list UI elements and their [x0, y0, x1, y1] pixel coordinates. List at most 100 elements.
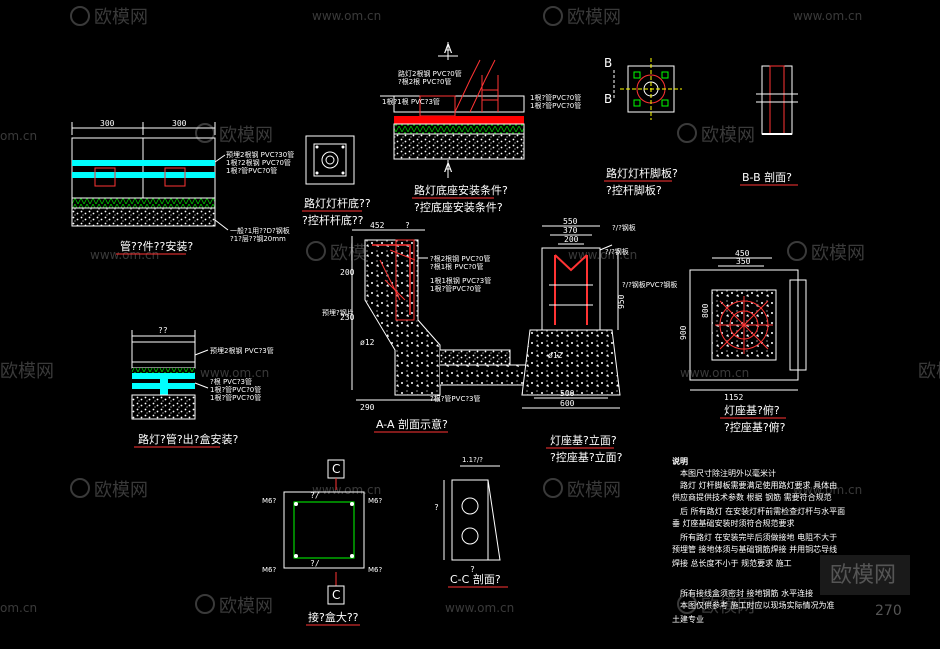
label-aa-4: 1根?管PVC?0管 — [430, 284, 481, 293]
dim-elev-200: 200 — [564, 235, 579, 244]
watermark-brand-10: 欧模网 — [70, 478, 148, 501]
watermark-brand-13: 欧模网 — [677, 594, 755, 617]
svg-text:欧模网: 欧模网 — [567, 480, 621, 501]
dim-plan-1152: 1152 — [724, 393, 743, 402]
title-section-cc: C-C 剖面? — [450, 572, 501, 586]
watermark-brand-7: 欧模网 — [0, 361, 54, 382]
junction-box-outline — [283, 491, 365, 569]
view-section-aa: 452 ? 200 230 290 ø12 ?根2根钢 PVC?0管 ?根1根 … — [322, 221, 531, 433]
watermark-brand-4: 欧模网 — [677, 123, 755, 146]
dim-elev-370: 370 — [563, 226, 578, 235]
dim-plan-900: 900 — [679, 325, 688, 340]
label-base-1: 路灯2根钢 PVC?0管 — [398, 69, 462, 78]
section-mark-c-top: C — [332, 462, 340, 476]
dim-jbox-bottom: ?/ — [310, 559, 320, 568]
title-junction-box: 接?盒大?? — [308, 610, 359, 624]
label-aa-6: 预埋?钢片 — [322, 308, 354, 317]
watermark-url-9: www.om.cn — [312, 483, 381, 497]
watermark-brand-6: 欧模网 — [787, 241, 865, 264]
watermark-url-6: www.om.cn — [568, 248, 637, 262]
pipe-section-left — [94, 167, 116, 187]
label-jbox-2: M6? — [368, 497, 382, 505]
svg-text:欧模网: 欧模网 — [219, 596, 273, 617]
view-section-cc: 1.1?/? ? ? C-C 剖面? — [434, 456, 508, 588]
plan-outer — [689, 269, 799, 381]
watermark-url-11: om.cn — [0, 601, 37, 615]
dim-cc-bottom: ? — [470, 565, 475, 574]
watermark-brand-9: 欧模网 — [918, 361, 940, 382]
watermark-id: 270 — [875, 603, 902, 619]
view-lamp-base-elevation: 550 370 200 ø12 500 600 950 ?/?钢板 ?/?钢板 … — [521, 217, 677, 464]
notes-line-9: 所有接线盒须密封 接地钢筋 水平连接 — [680, 588, 813, 598]
cc-box — [451, 479, 489, 561]
view-conduit-burial: 300 300 预埋2根钢 PVC?30管 1根?2根钢 PVC?0管 1根?管… — [71, 119, 294, 255]
label-junction-3: 1根?管PVC?0管 — [210, 385, 261, 394]
dim-elev-500: 500 — [560, 389, 575, 398]
label-junction-1: 预埋2根钢 PVC?3管 — [210, 346, 274, 355]
label-conduit-2: 1根?2根钢 PVC?0管 — [226, 158, 291, 167]
view-lamp-base-plan: 450 350 900 800 1152 灯座基?俯? ?控座基?俯? — [679, 249, 807, 434]
watermark-url-1: www.om.cn — [312, 9, 381, 23]
title-section-aa: A-A 剖面示意? — [376, 417, 448, 431]
conduit-pipe-upper — [72, 160, 215, 166]
watermark-url-7: www.om.cn — [200, 366, 269, 380]
watermark-url-10: www.om.cn — [793, 483, 862, 497]
dim-elev-550: 550 — [563, 217, 578, 226]
dim-plan-800: 800 — [701, 303, 710, 318]
red-layer — [394, 116, 524, 124]
label-base-5: 1根?管PVC?0管 — [530, 101, 581, 110]
watermark-url-5: www.om.cn — [90, 248, 159, 262]
title-lamp-elev-1: 灯座基?立面? — [550, 433, 617, 447]
title-base-install-1: 路灯底座安装条件? — [414, 183, 508, 197]
label-conduit-5: ?1?层??钢20mm — [230, 234, 286, 243]
dim-cc-left: ? — [434, 503, 439, 512]
dim-300-right: 300 — [172, 119, 187, 128]
watermark-brand-11: 欧模网 — [543, 478, 621, 501]
watermark-brand-14: 欧模网 270 — [820, 555, 910, 619]
watermark-brand-1: 欧模网 — [70, 6, 148, 28]
dim-aa-200: 200 — [340, 268, 355, 277]
watermark-url-2: www.om.cn — [793, 9, 862, 23]
watermark-url-8: www.om.cn — [680, 366, 749, 380]
label-conduit-4: 一般?1用??D?钢板 — [230, 226, 290, 235]
watermark-url-3: om.cn — [0, 129, 37, 143]
label-conduit-3: 1根?管PVC?0管 — [226, 166, 277, 175]
section-mark-b-right: B — [604, 92, 612, 106]
anchor-bolts — [454, 59, 496, 113]
label-elev-2: ?/?钢板 — [605, 247, 629, 256]
title-lamp-plan-1: 灯座基?俯? — [724, 403, 780, 417]
section-mark-c-bottom: C — [332, 588, 340, 602]
svg-text:欧模网: 欧模网 — [567, 7, 621, 28]
watermark-brand-2: 欧模网 — [543, 6, 621, 28]
title-lamp-elev-2: ?控座基?立面? — [550, 450, 623, 464]
dim-plan-450: 450 — [735, 249, 750, 258]
title-conduit-burial: 管??件??安装? — [120, 239, 193, 253]
label-base-4: 1根?管PVC?0管 — [530, 93, 581, 102]
title-pole-footplate-2: ?控杆脚板? — [606, 183, 662, 197]
label-aa-5: ?根?管PVC?3管 — [430, 394, 481, 403]
svg-text:欧模网: 欧模网 — [811, 243, 865, 264]
notes-heading: 说明 — [672, 456, 688, 466]
aa-concrete-body — [364, 239, 441, 396]
dim-plan-350: 350 — [736, 257, 751, 266]
view-pole-footplate: B B 路灯灯杆脚板? ?控杆脚板? — [604, 56, 682, 197]
grass-layer — [71, 197, 216, 209]
svg-text:欧模网: 欧模网 — [701, 596, 755, 617]
svg-text:欧模网: 欧模网 — [94, 480, 148, 501]
label-junction-2: ?根 PVC?3管 — [210, 377, 252, 386]
view-junction-install: ?? 预埋2根钢 PVC?3管 ?根 PVC?3管 1根?管PVC?0管 1根?… — [131, 326, 274, 448]
view-section-bb: B-B 剖面? — [740, 65, 798, 186]
label-jbox-3: M6? — [262, 566, 276, 574]
label-base-3: 1根?1根 PVC?3管 — [382, 97, 440, 106]
label-aa-3: 1根1根钢 PVC?3管 — [430, 276, 491, 285]
title-section-bb: B-B 剖面? — [742, 170, 792, 184]
notes-line-5: 垂 灯座基础安装时须符合规范要求 — [672, 518, 795, 528]
label-base-2: ?根2根 PVC?0管 — [398, 77, 451, 86]
watermark-url-12: www.om.cn — [445, 601, 514, 615]
svg-text:欧模网: 欧模网 — [701, 125, 755, 146]
gravel-layer — [71, 207, 216, 227]
view-pole-base: 路灯灯杆底?? ?控杆杆底?? — [302, 135, 371, 227]
label-aa-2: ?根1根 PVC?0管 — [430, 262, 483, 271]
svg-text:欧模网: 欧模网 — [94, 7, 148, 28]
